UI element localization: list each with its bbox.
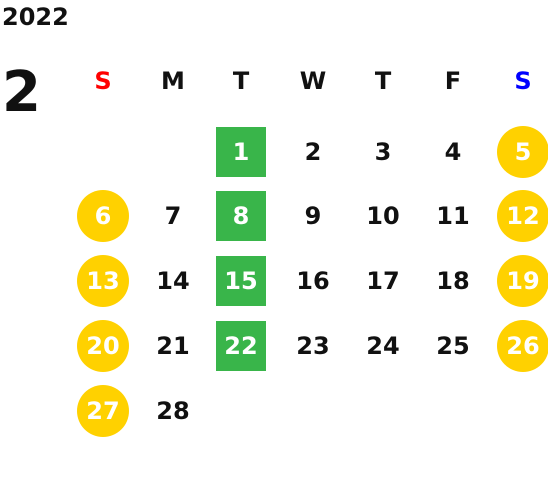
calendar-day[interactable]: 19 xyxy=(488,251,548,311)
calendar-day-number: 17 xyxy=(366,267,400,295)
calendar-day-number: 18 xyxy=(436,267,470,295)
yellow-circle-marker xyxy=(77,255,129,307)
calendar-day[interactable]: 6 xyxy=(68,186,138,246)
calendar-day-number: 16 xyxy=(296,267,330,295)
calendar-day[interactable]: 18 xyxy=(418,251,488,311)
green-square-marker xyxy=(216,191,266,241)
calendar-day-number: 12 xyxy=(506,202,540,230)
yellow-circle-marker xyxy=(497,126,548,178)
calendar-day-number: 27 xyxy=(86,397,120,425)
green-square-marker xyxy=(216,321,266,371)
calendar-day-number: 1 xyxy=(232,138,250,166)
weekday-label: S xyxy=(94,67,112,95)
calendar-day-number: 9 xyxy=(304,202,322,230)
weekday-label: F xyxy=(444,67,462,95)
yellow-circle-marker xyxy=(77,190,129,242)
calendar-day[interactable]: 2 xyxy=(278,122,348,182)
calendar-day[interactable]: 27 xyxy=(68,381,138,441)
yellow-circle-marker xyxy=(77,320,129,372)
calendar-day[interactable]: 10 xyxy=(348,186,418,246)
calendar-month: 2 xyxy=(2,60,41,125)
calendar-day[interactable]: 7 xyxy=(138,186,208,246)
calendar-day-number: 25 xyxy=(436,332,470,360)
weekday-label: S xyxy=(514,67,532,95)
calendar-day-number: 10 xyxy=(366,202,400,230)
calendar-day-number: 13 xyxy=(86,267,120,295)
calendar-day[interactable]: 28 xyxy=(138,381,208,441)
calendar-day-number: 6 xyxy=(94,202,112,230)
green-square-marker xyxy=(216,127,266,177)
calendar-day-number: 23 xyxy=(296,332,330,360)
calendar-day[interactable]: 15 xyxy=(206,251,276,311)
calendar-day-number: 20 xyxy=(86,332,120,360)
calendar-day-number: 15 xyxy=(224,267,258,295)
calendar-day-number: 5 xyxy=(514,138,532,166)
calendar-day-number: 26 xyxy=(506,332,540,360)
calendar-day-number: 4 xyxy=(444,138,462,166)
calendar-year: 2022 xyxy=(2,3,69,31)
yellow-circle-marker xyxy=(497,255,548,307)
calendar-day[interactable]: 1 xyxy=(206,122,276,182)
weekday-label: W xyxy=(299,67,327,95)
calendar-day[interactable]: 23 xyxy=(278,316,348,376)
calendar-day-number: 24 xyxy=(366,332,400,360)
calendar-day[interactable]: 20 xyxy=(68,316,138,376)
calendar-day[interactable]: 26 xyxy=(488,316,548,376)
calendar-day-number: 22 xyxy=(224,332,258,360)
calendar-day-number: 2 xyxy=(304,138,322,166)
calendar-day[interactable]: 9 xyxy=(278,186,348,246)
calendar-day-number: 7 xyxy=(164,202,182,230)
calendar-day[interactable]: 11 xyxy=(418,186,488,246)
calendar-day[interactable]: 5 xyxy=(488,122,548,182)
calendar-day-number: 3 xyxy=(374,138,392,166)
calendar-day-number: 19 xyxy=(506,267,540,295)
calendar-day[interactable]: 4 xyxy=(418,122,488,182)
calendar-day[interactable]: 13 xyxy=(68,251,138,311)
calendar-day-number: 11 xyxy=(436,202,470,230)
weekday-label: M xyxy=(161,67,185,95)
calendar-day-number: 8 xyxy=(232,202,250,230)
yellow-circle-marker xyxy=(497,190,548,242)
calendar-day[interactable]: 14 xyxy=(138,251,208,311)
calendar-day[interactable]: 3 xyxy=(348,122,418,182)
calendar-day-number: 14 xyxy=(156,267,190,295)
calendar-day-number: 28 xyxy=(156,397,190,425)
weekday-label: T xyxy=(232,67,250,95)
calendar-day[interactable]: 21 xyxy=(138,316,208,376)
yellow-circle-marker xyxy=(77,385,129,437)
yellow-circle-marker xyxy=(497,320,548,372)
green-square-marker xyxy=(216,256,266,306)
calendar-day[interactable]: 24 xyxy=(348,316,418,376)
weekday-label: T xyxy=(374,67,392,95)
calendar-day[interactable]: 17 xyxy=(348,251,418,311)
calendar-day[interactable]: 8 xyxy=(206,186,276,246)
calendar-day-number: 21 xyxy=(156,332,190,360)
calendar-day[interactable]: 25 xyxy=(418,316,488,376)
calendar-day[interactable]: 22 xyxy=(206,316,276,376)
calendar-day[interactable]: 16 xyxy=(278,251,348,311)
calendar-day[interactable]: 12 xyxy=(488,186,548,246)
